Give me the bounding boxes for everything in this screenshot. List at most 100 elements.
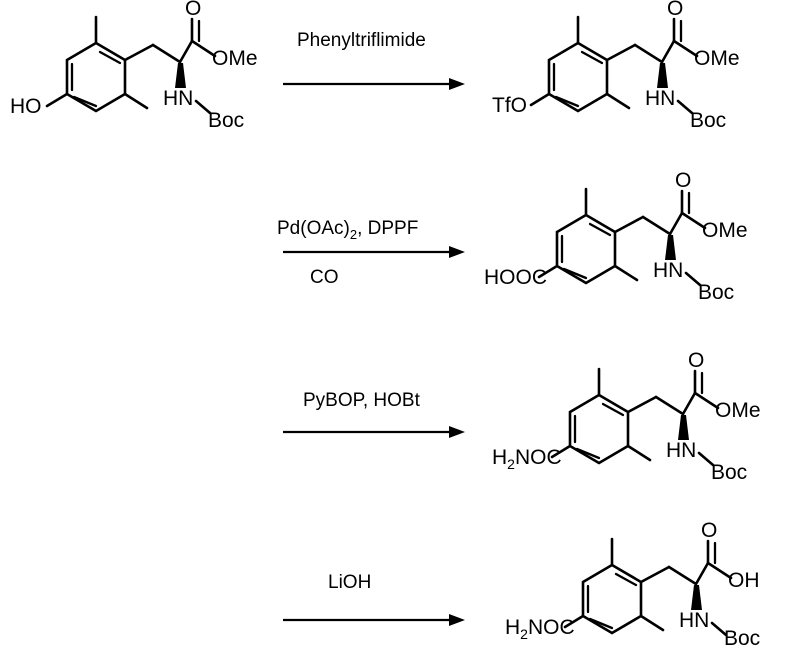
label-para-substituent: HO [10,95,42,118]
bond-to-carboxylic-acid [537,264,559,279]
benzene-ring [65,41,127,113]
bond-benzylic-1 [639,565,671,584]
benzene-ring [555,213,617,285]
bond-benzylic-1 [605,43,637,62]
ring-double-bond-2 [72,95,98,108]
ring-double-bond-3 [588,222,612,237]
stereo-wedge [678,415,689,440]
ring-double-bond-3 [98,50,122,65]
ring-double-bond-3 [614,572,638,587]
label-carbonyl-oxygen: O [675,169,691,192]
label-carbonyl-oxygen: O [185,0,201,20]
bond-n-to-boc [684,271,702,287]
bond-n-to-boc [676,99,694,115]
ring-double-bond-3 [580,50,604,65]
reaction-arrow-head [449,78,465,90]
label-ester: OMe [715,399,761,422]
methyl-bottom [605,92,631,110]
reagent-arrow-2: Pd(OAc)2, DPPF CO [277,218,465,288]
benzene-ring [568,393,630,465]
label-carbonyl-oxygen: O [701,519,717,542]
bond-n-to-boc [710,621,728,637]
bond-benzylic-1 [613,215,645,234]
bond-to-carboxyl-carbon [681,391,697,416]
bond-to-hydroxyl [45,92,69,108]
label-ester: OMe [702,219,748,242]
methyl-bottom [639,614,665,632]
bond-to-carboxyl-carbon [668,211,684,236]
label-carbonyl-oxygen: O [667,0,683,20]
bond-benzylic-2 [667,565,698,586]
reaction-arrow-head [449,426,465,438]
benzene-ring [581,563,643,635]
label-para-substituent: H2NOC [492,446,562,472]
reaction-arrow-head [449,246,465,258]
ring-double-bond-2 [554,95,580,108]
stereo-wedge [691,585,702,610]
bond-benzylic-1 [626,395,658,414]
methyl-bottom [123,92,149,110]
structure-reactant-1: HO O OMe HN Boc [10,0,258,132]
label-ester: OMe [212,47,258,70]
structure-product-4: H2NOC O OH HN Boc [505,519,760,646]
benzene-ring [547,41,609,113]
stereo-wedge [175,63,186,88]
bond-to-carboxyl-carbon [694,561,710,586]
bond-to-carboxyl-carbon [178,39,194,64]
bond-to-ester-oxygen [672,39,699,58]
reagent-text-above-3: PyBOP, HOBt [303,390,421,411]
reagent-text-above-2: Pd(OAc)2, DPPF [277,218,418,242]
methyl-bottom [613,264,639,282]
reaction-arrow-head [449,614,465,626]
label-amine: HN [163,87,193,110]
bond-n-to-boc [697,451,715,467]
label-carbamate: Boc [690,109,726,132]
label-amine: HN [653,259,683,282]
reagent-arrow-3: PyBOP, HOBt [283,390,465,438]
label-ester: OH [728,569,760,592]
structure-product-3: H2NOC O OMe HN Boc [492,349,761,484]
structure-product-1: TfO O OMe HN Boc [492,0,740,132]
bond-to-acid-oxygen [706,561,733,580]
ring-double-bond-2 [588,617,614,630]
bond-to-amide [550,444,572,459]
label-amine: HN [645,87,675,110]
bond-to-amide [563,614,585,629]
reagent-text-above-1: Phenyltriflimide [297,30,426,51]
ring-double-bond-2 [575,447,601,460]
reagent-arrow-4: LiOH [283,572,465,626]
reaction-step-4: LiOH H2NOC O OH [283,519,760,646]
methyl-bottom [626,444,652,462]
label-para-substituent: HOOC [484,266,547,289]
bond-n-to-boc [194,99,212,115]
bond-to-triflate [529,92,551,107]
stereo-wedge [657,63,668,88]
bond-benzylic-2 [151,43,182,64]
bond-benzylic-2 [633,43,664,64]
label-amine: HN [666,439,696,462]
bond-benzylic-1 [123,43,155,62]
reaction-step-2: Pd(OAc)2, DPPF CO HOOC O [277,169,748,304]
bond-benzylic-2 [641,215,672,236]
label-para-substituent: H2NOC [505,616,575,642]
bond-to-ester-oxygen [680,211,707,230]
label-carbamate: Boc [724,627,760,646]
bond-benzylic-2 [654,395,685,416]
reagent-text-above-4: LiOH [328,572,371,593]
reaction-step-3: PyBOP, HOBt H2NOC O OMe [283,349,761,484]
structure-product-2: HOOC O OMe HN Boc [484,169,748,304]
label-carbamate: Boc [711,461,747,484]
label-carbonyl-oxygen: O [688,349,704,372]
label-para-substituent: TfO [492,94,527,117]
reagent-arrow-1: Phenyltriflimide [283,30,465,90]
label-carbamate: Boc [208,109,244,132]
label-carbamate: Boc [698,281,734,304]
bond-to-ester-oxygen [693,391,720,410]
reagent-text-below-2: CO [310,267,339,288]
reaction-step-1: HO O OMe HN Boc Pheny [10,0,740,132]
bond-to-carboxyl-carbon [660,39,676,64]
stereo-wedge [665,235,676,260]
label-ester: OMe [694,47,740,70]
